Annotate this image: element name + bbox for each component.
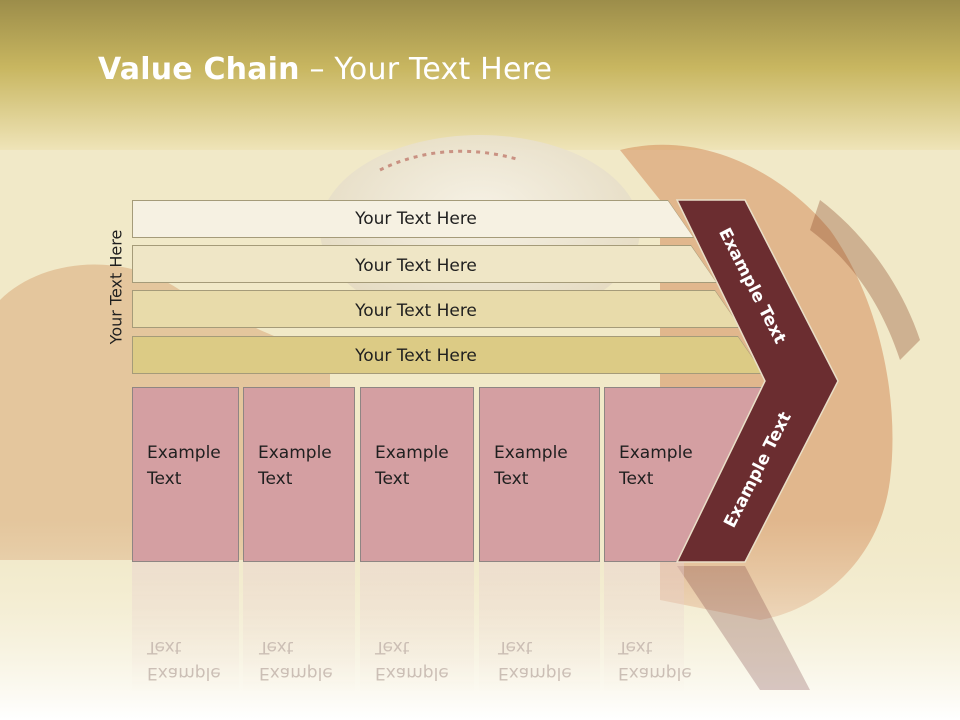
- activity-box-4-label: Example Text: [494, 443, 568, 489]
- activity-box-2-label: Example Text: [258, 443, 332, 489]
- activity-box-3: Example Text: [360, 387, 474, 562]
- band-2: [132, 245, 717, 283]
- activity-box-3-label: Example Text: [375, 443, 449, 489]
- activity-box-1-label: Example Text: [147, 443, 221, 489]
- band-3-label: Your Text Here: [355, 301, 477, 321]
- band-3: [132, 290, 741, 328]
- side-label: Your Text Here: [106, 229, 126, 345]
- title-bold: Value Chain: [98, 52, 300, 87]
- band-4: [132, 336, 764, 374]
- band-4-label: Your Text Here: [355, 346, 477, 366]
- activity-box-2: Example Text: [243, 387, 355, 562]
- reflection-text-1: Example Text: [147, 637, 221, 683]
- band-1: [132, 200, 694, 238]
- activity-box-4: Example Text: [479, 387, 600, 562]
- activity-box-1: Example Text: [132, 387, 239, 562]
- reflection: Example Text Example Text Example Text E…: [0, 562, 960, 720]
- band-1-label: Your Text Here: [355, 209, 477, 229]
- title-rest: – Your Text Here: [299, 52, 553, 87]
- reflection-text-4: Example Text: [498, 637, 572, 683]
- reflection-text-5: Example Text: [618, 637, 692, 683]
- activity-box-5-label: Example Text: [619, 443, 693, 489]
- band-2-label: Your Text Here: [355, 256, 477, 276]
- slide-title: Value Chain – Your Text Here: [98, 52, 552, 87]
- reflection-text-3: Example Text: [375, 637, 449, 683]
- reflection-text-2: Example Text: [259, 637, 333, 683]
